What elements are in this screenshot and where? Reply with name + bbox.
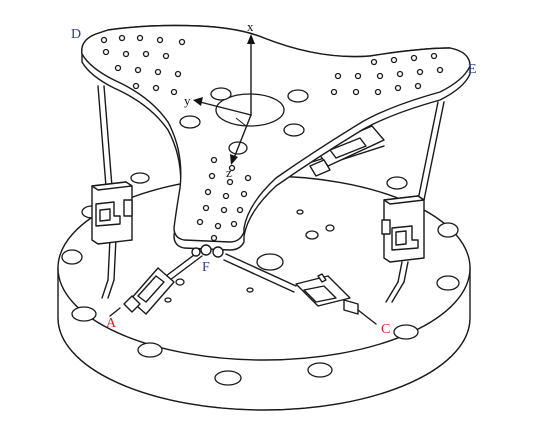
coordinate-frame — [193, 34, 255, 165]
actuator-C — [295, 273, 377, 325]
y-axis-label: y — [184, 93, 191, 108]
z-axis-label: z — [226, 165, 232, 180]
label-C: C — [381, 322, 390, 337]
z-axis-line — [233, 114, 252, 159]
joint-F — [191, 244, 224, 258]
right-actuator — [381, 195, 425, 263]
platform-holes — [100, 34, 444, 242]
z-axis-arrowhead — [230, 154, 238, 165]
x-axis-label: x — [247, 19, 254, 34]
y-axis-line — [199, 101, 252, 116]
label-F: F — [202, 260, 210, 275]
y-axis-arrowhead — [193, 97, 203, 106]
label-A: A — [106, 316, 117, 331]
top-platform — [81, 24, 471, 251]
label-D: D — [71, 27, 81, 42]
x-axis-arrowhead — [247, 34, 255, 44]
label-E: E — [468, 62, 477, 77]
left-actuator — [91, 181, 133, 245]
actuator-A — [109, 267, 175, 317]
